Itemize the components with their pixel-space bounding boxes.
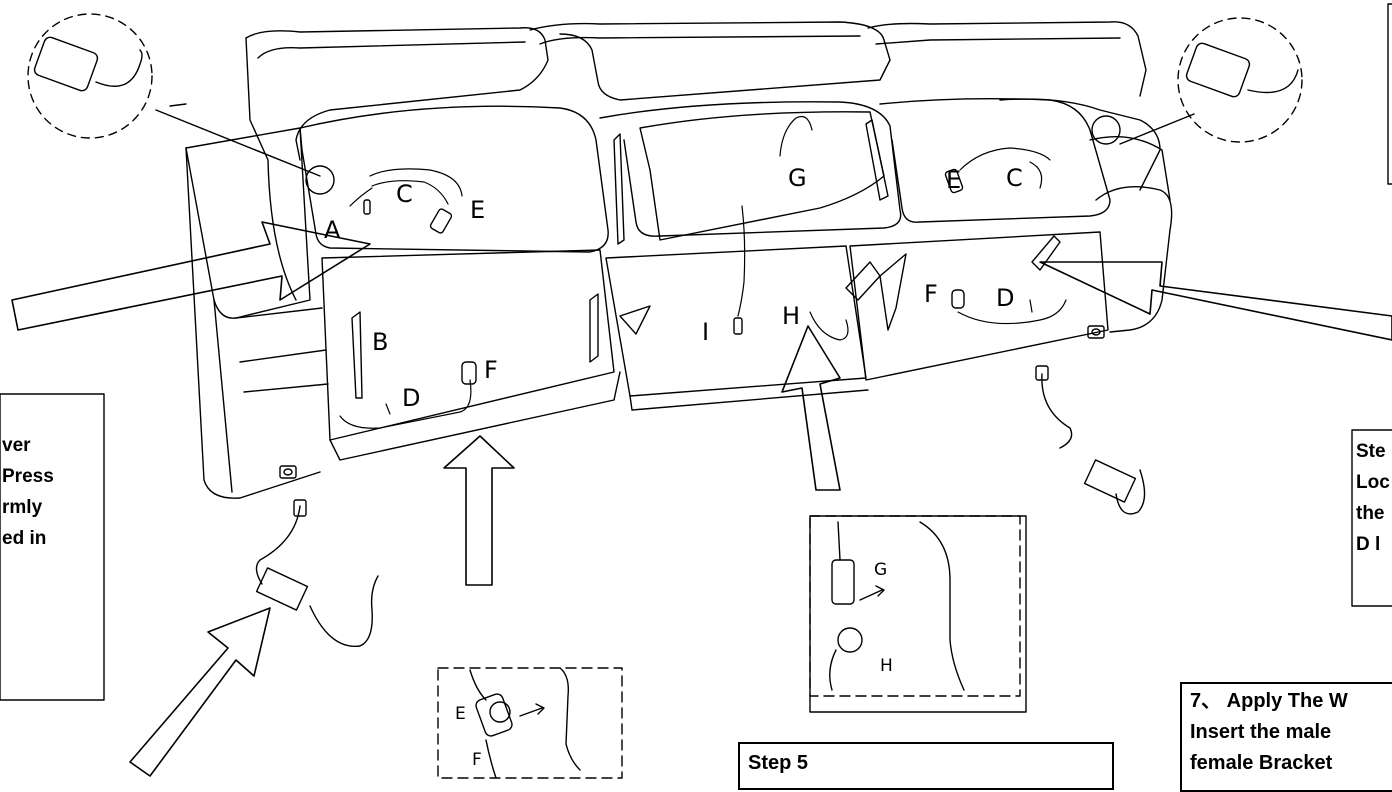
remote-control-icon [27, 13, 1303, 143]
leader-lines [155, 103, 1195, 177]
left-note-line: rmly [2, 497, 43, 518]
right-note-line: Loc [1356, 472, 1390, 493]
step7-line: Insert the male [1190, 721, 1332, 743]
label-f-right: F [924, 280, 938, 308]
sofa-front-panels [235, 231, 1109, 461]
label-i: I [702, 318, 710, 346]
knobs [305, 115, 1121, 195]
right-note-line: Ste [1356, 441, 1386, 462]
right-note-line: the [1356, 503, 1385, 524]
left-note-line: ed in [2, 528, 47, 549]
detail-label-g: G [874, 560, 888, 580]
left-note-line: Press [2, 466, 54, 487]
label-g: G [788, 164, 807, 192]
outlet-icons [279, 325, 1105, 479]
label-c-right: C [1006, 164, 1023, 192]
left-note-line: ver [2, 435, 31, 456]
cables [339, 115, 1067, 429]
label-b: B [372, 328, 389, 356]
label-a: A [324, 216, 341, 244]
brackets [351, 119, 1061, 399]
detail-mid-drawing [809, 515, 1021, 697]
label-d-left: D [402, 384, 421, 412]
step7-box: 7、 Apply The W Insert the male female Br… [1180, 682, 1392, 792]
right-note-line: D l [1356, 534, 1381, 555]
note-boxes [0, 3, 1392, 713]
detail-left-drawing [437, 667, 623, 779]
connector-icons [363, 168, 965, 385]
left-note: ver Press rmly ed in [2, 430, 102, 554]
step7-text: 7、 Apply The W Insert the male female Br… [1190, 686, 1348, 779]
label-e-left: E [470, 196, 486, 224]
label-f-left: F [484, 356, 498, 384]
detail-label-e: E [455, 704, 466, 724]
right-note: Ste Loc the D l [1356, 436, 1392, 560]
label-c-left: C [396, 180, 413, 208]
sofa-arms [185, 127, 1173, 499]
step7-line: 7、 Apply The W [1190, 690, 1348, 712]
step5-title: Step 5 [748, 752, 809, 774]
arrow-icon [11, 221, 1392, 777]
label-e-right: E [946, 166, 962, 194]
step5-box: Step 5 [738, 742, 1114, 790]
detail-label-f: F [472, 750, 482, 770]
sofa-seats [299, 97, 1161, 253]
step7-line: female Bracket [1190, 752, 1333, 774]
detail-label-h: H [880, 656, 893, 676]
label-h: H [782, 302, 801, 330]
label-d-right: D [996, 284, 1015, 312]
power-adapter-icon [255, 365, 1146, 647]
sofa-back [245, 21, 1147, 301]
